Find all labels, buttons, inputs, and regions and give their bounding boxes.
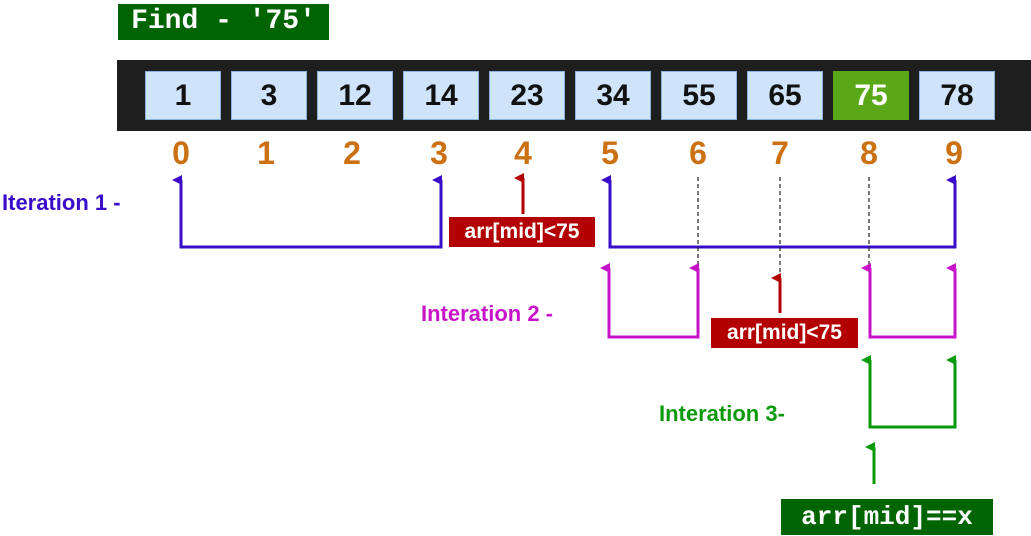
iteration2-label: Interation 2 - [421,301,554,326]
iteration2-right-bracket [861,263,957,339]
array-index: 4 [514,135,532,171]
array-cell: 78 [919,71,995,120]
iteration2-left-bracket [600,263,700,339]
array-index: 8 [860,135,878,171]
array-cell: 1 [145,71,221,120]
iteration1-left-bracket [172,175,443,249]
array-index: 3 [430,135,448,171]
iteration1-right-bracket [601,175,957,249]
iteration3-bracket [861,355,957,429]
array-cell: 65 [747,71,823,120]
array-cell: 14 [403,71,479,120]
array-cell: 55 [661,71,737,120]
array-cell: 23 [489,71,565,120]
array-index: 7 [771,135,789,171]
iteration1-label: Iteration 1 - [2,190,121,215]
iteration2-mid-note: arr[mid]<75 [711,318,858,348]
array-index: 2 [343,135,361,171]
iteration3-label: Interation 3- [659,401,785,426]
result-label: arr[mid]==x [781,499,993,535]
search-target-title: Find - '75' [118,4,329,40]
array-index: 0 [172,135,190,171]
array-cell: 3 [231,71,307,120]
array-cell-found: 75 [833,71,909,120]
array-cell: 34 [575,71,651,120]
array-index: 1 [257,135,275,171]
iteration1-mid-note: arr[mid]<75 [449,217,595,247]
array-cell: 12 [317,71,393,120]
array-index: 6 [689,135,707,171]
array-index: 5 [601,135,619,171]
array-index: 9 [945,135,963,171]
